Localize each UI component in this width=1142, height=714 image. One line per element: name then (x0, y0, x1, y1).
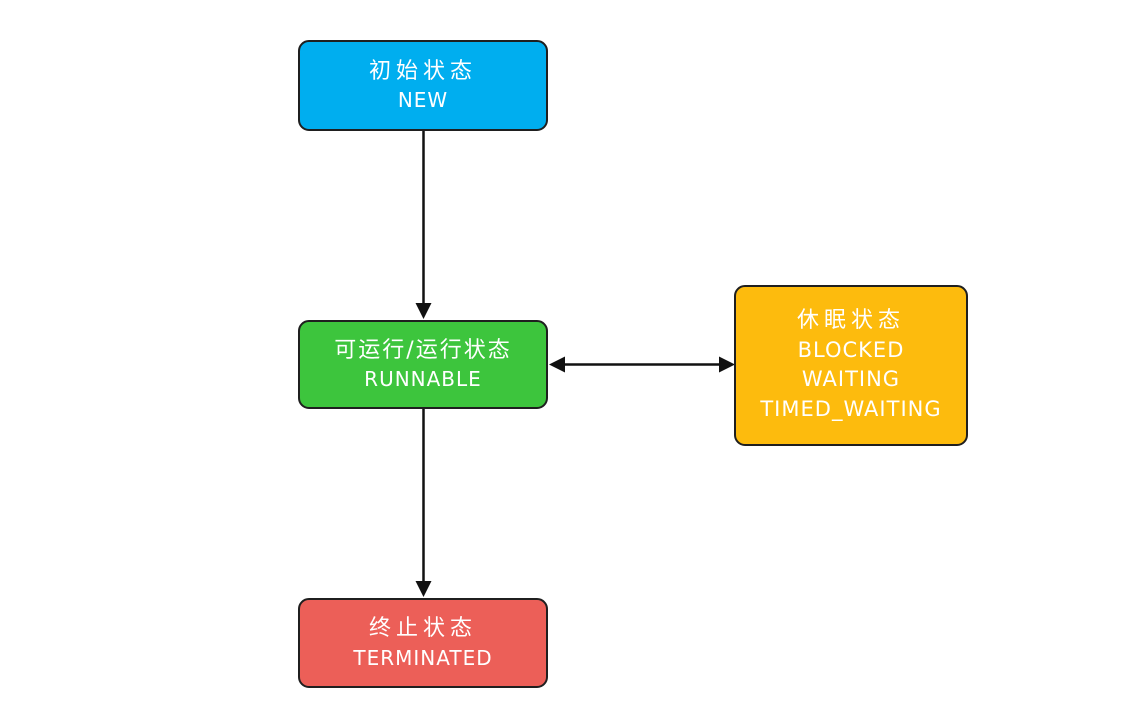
node-new-state: 初始状态 NEW (298, 40, 548, 131)
node-runnable-state: 可运行/运行状态 RUNNABLE (298, 320, 548, 409)
arrow-new-to-runnable (415, 131, 432, 319)
node-new-label: NEW (397, 88, 449, 113)
node-terminated-state: 终止状态 TERMINATED (298, 598, 548, 688)
node-sleep-state: 休眠状态 BLOCKED WAITING TIMED_WAITING (734, 285, 968, 446)
node-sleep-label-blocked: BLOCKED (797, 337, 905, 362)
node-new-title: 初始状态 (368, 58, 477, 84)
arrow-runnable-sleep-bidirectional (549, 356, 735, 373)
arrow-runnable-to-terminated (415, 409, 432, 597)
node-runnable-label: RUNNABLE (364, 367, 482, 392)
node-sleep-title: 休眠状态 (796, 307, 905, 333)
node-terminated-label: TERMINATED (353, 645, 493, 670)
node-sleep-label-waiting: WAITING (801, 367, 901, 392)
node-sleep-label-timed-waiting: TIMED_WAITING (760, 397, 942, 422)
node-terminated-title: 终止状态 (368, 616, 477, 642)
node-runnable-title: 可运行/运行状态 (334, 337, 512, 363)
